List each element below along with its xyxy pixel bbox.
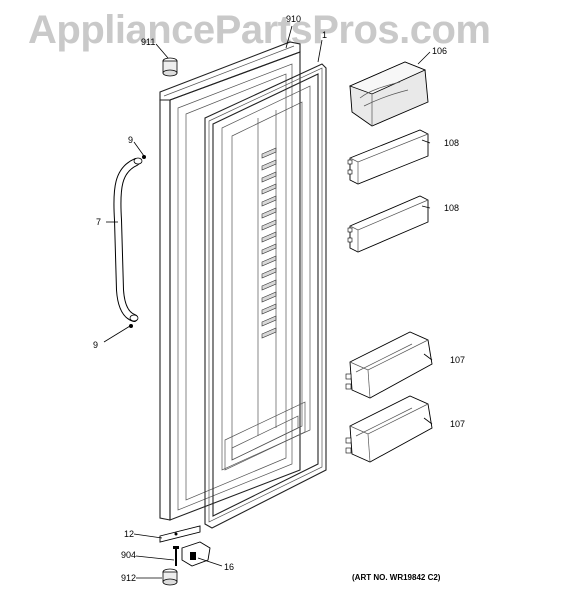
callout-911: 911 <box>141 37 155 47</box>
callout-106: 106 <box>432 46 447 56</box>
shelf-clip <box>261 291 277 303</box>
callout-912: 912 <box>121 573 136 583</box>
shelf-clip <box>261 243 277 255</box>
shelf-clip <box>261 279 277 291</box>
shelf-clip <box>261 231 277 243</box>
callout-1: 1 <box>322 30 327 40</box>
door-bin-108-lower <box>347 195 429 253</box>
shelf-clip <box>261 171 277 183</box>
shelf-clip <box>261 303 277 315</box>
callout-910: 910 <box>286 14 301 24</box>
art-number: (ART NO. WR19842 C2) <box>352 573 441 582</box>
shelf-clip <box>261 267 277 279</box>
door-handle <box>113 155 146 328</box>
shelf-clip <box>261 219 277 231</box>
shelf-clip <box>261 195 277 207</box>
leader-lines <box>103 25 433 579</box>
callout-9-bottom: 9 <box>93 340 98 350</box>
door-liner <box>221 85 311 471</box>
screw-904 <box>173 546 179 566</box>
door-gasket <box>204 63 327 529</box>
callout-7: 7 <box>96 217 101 227</box>
door-bin-108-upper <box>347 129 429 185</box>
callout-labels: 910 1 911 106 9 108 108 7 9 107 107 12 9… <box>93 14 465 583</box>
callout-107-lower: 107 <box>450 419 465 429</box>
shelf-clip <box>261 327 277 339</box>
callout-12: 12 <box>124 529 134 539</box>
door-bin-107-lower <box>345 395 433 463</box>
cam-16 <box>181 541 211 567</box>
shelf-clip <box>261 207 277 219</box>
callout-108-lower: 108 <box>444 203 459 213</box>
shelf-clip <box>261 255 277 267</box>
callout-108-upper: 108 <box>444 138 459 148</box>
shelf-clip <box>261 159 277 171</box>
callout-16: 16 <box>224 562 234 572</box>
watermark: AppliancePartsPros.com <box>28 8 491 52</box>
door-bin-107-upper <box>345 331 433 399</box>
stud-911 <box>162 57 178 77</box>
dairy-compartment-106 <box>348 61 429 127</box>
callout-904: 904 <box>121 550 136 560</box>
shelf-clip <box>261 315 277 327</box>
stud-912 <box>162 568 178 586</box>
shelf-clip-rail <box>261 147 277 339</box>
hinge-bracket-12 <box>159 525 201 543</box>
shelf-clip <box>261 183 277 195</box>
shelf-clip <box>261 147 277 159</box>
door-shell <box>159 41 301 521</box>
callout-9-top: 9 <box>128 135 133 145</box>
callout-107-upper: 107 <box>450 355 465 365</box>
